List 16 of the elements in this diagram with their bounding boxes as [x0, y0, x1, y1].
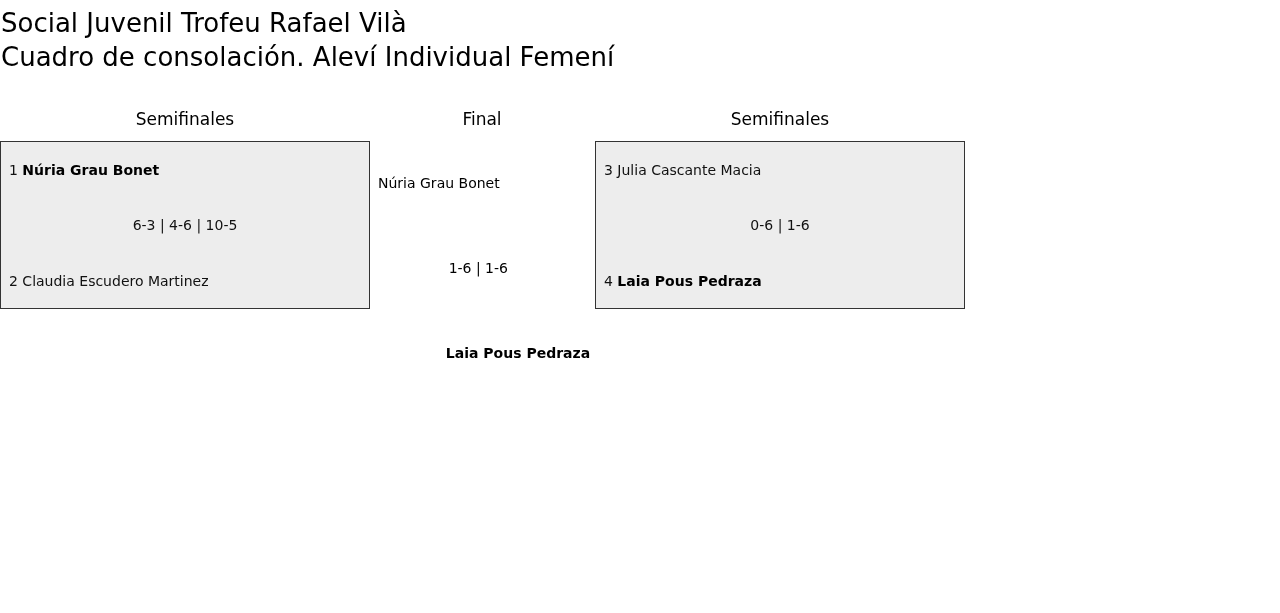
round-heading: Final [462, 108, 502, 130]
player-entry: 3 Julia Cascante Macia [604, 161, 762, 180]
champion-name: Laia Pous Pedraza [445, 344, 591, 363]
match-box [0, 141, 370, 309]
page-title: Social Juvenil Trofeu Rafael Vilà [1, 8, 407, 38]
match-box [595, 141, 965, 309]
page-subtitle: Cuadro de consolación. Aleví Individual Femení [1, 42, 615, 72]
round-heading: Semifinales [730, 108, 830, 130]
match-score: 6-3 | 4-6 | 10-5 [132, 216, 238, 235]
player-entry: 1 Núria Grau Bonet [9, 161, 160, 180]
match-score: 0-6 | 1-6 [750, 216, 810, 235]
player-entry: 4 Laia Pous Pedraza [604, 272, 762, 291]
finalist-name: Núria Grau Bonet [378, 174, 500, 193]
player-entry: 2 Claudia Escudero Martinez [9, 272, 209, 291]
round-heading: Semifinales [135, 108, 235, 130]
final-score: 1-6 | 1-6 [448, 259, 508, 278]
